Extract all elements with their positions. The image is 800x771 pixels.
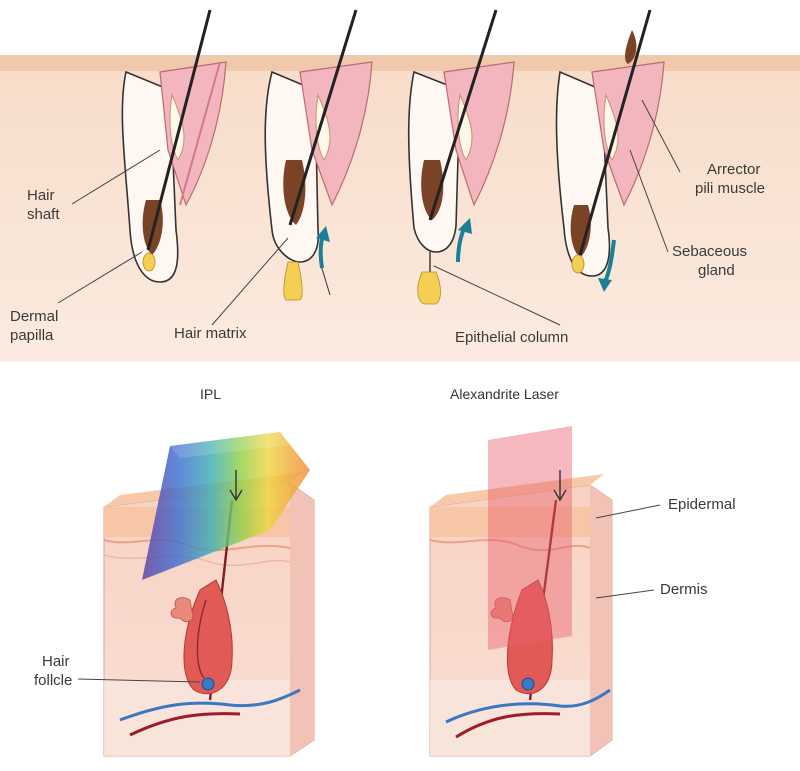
- label-epithelial-column: Epithelial column: [455, 329, 569, 346]
- follicle-stage-3: [407, 9, 515, 305]
- title-ipl: IPL: [200, 386, 222, 402]
- skin-background: [0, 55, 800, 362]
- title-alexandrite-laser: Alexandrite Laser: [450, 386, 559, 402]
- follicle-stage-1: [121, 9, 227, 283]
- follicle-stage-4: [555, 9, 665, 292]
- label-arrector-pili: Arrector pili muscle: [695, 161, 766, 197]
- follicle-stage-2: [264, 9, 373, 301]
- top-panel: [0, 0, 800, 362]
- label-epidermal: Epidermal: [668, 496, 736, 513]
- bottom-panel: [77, 426, 661, 757]
- skin-surface-band: [0, 55, 800, 71]
- label-sebaceous-gland: Sebaceous gland: [672, 243, 748, 279]
- laser-beam: [488, 426, 572, 650]
- label-hair-matrix: Hair matrix: [174, 325, 247, 342]
- ipl-light-beam: [142, 432, 310, 580]
- ipl-skin-block: [103, 432, 315, 757]
- label-hair-follicle: Hair follcle: [34, 653, 73, 689]
- leader-lines-bottom: [77, 504, 661, 683]
- leader-lines-top: [57, 99, 681, 326]
- laser-skin-block: [429, 426, 613, 757]
- label-dermis: Dermis: [660, 581, 708, 598]
- label-dermal-papilla: Dermal papilla: [10, 308, 59, 344]
- beam-arrow-icon: [229, 470, 243, 502]
- beam-arrow-icon: [553, 470, 567, 502]
- label-hair-shaft: Hair shaft: [27, 187, 60, 223]
